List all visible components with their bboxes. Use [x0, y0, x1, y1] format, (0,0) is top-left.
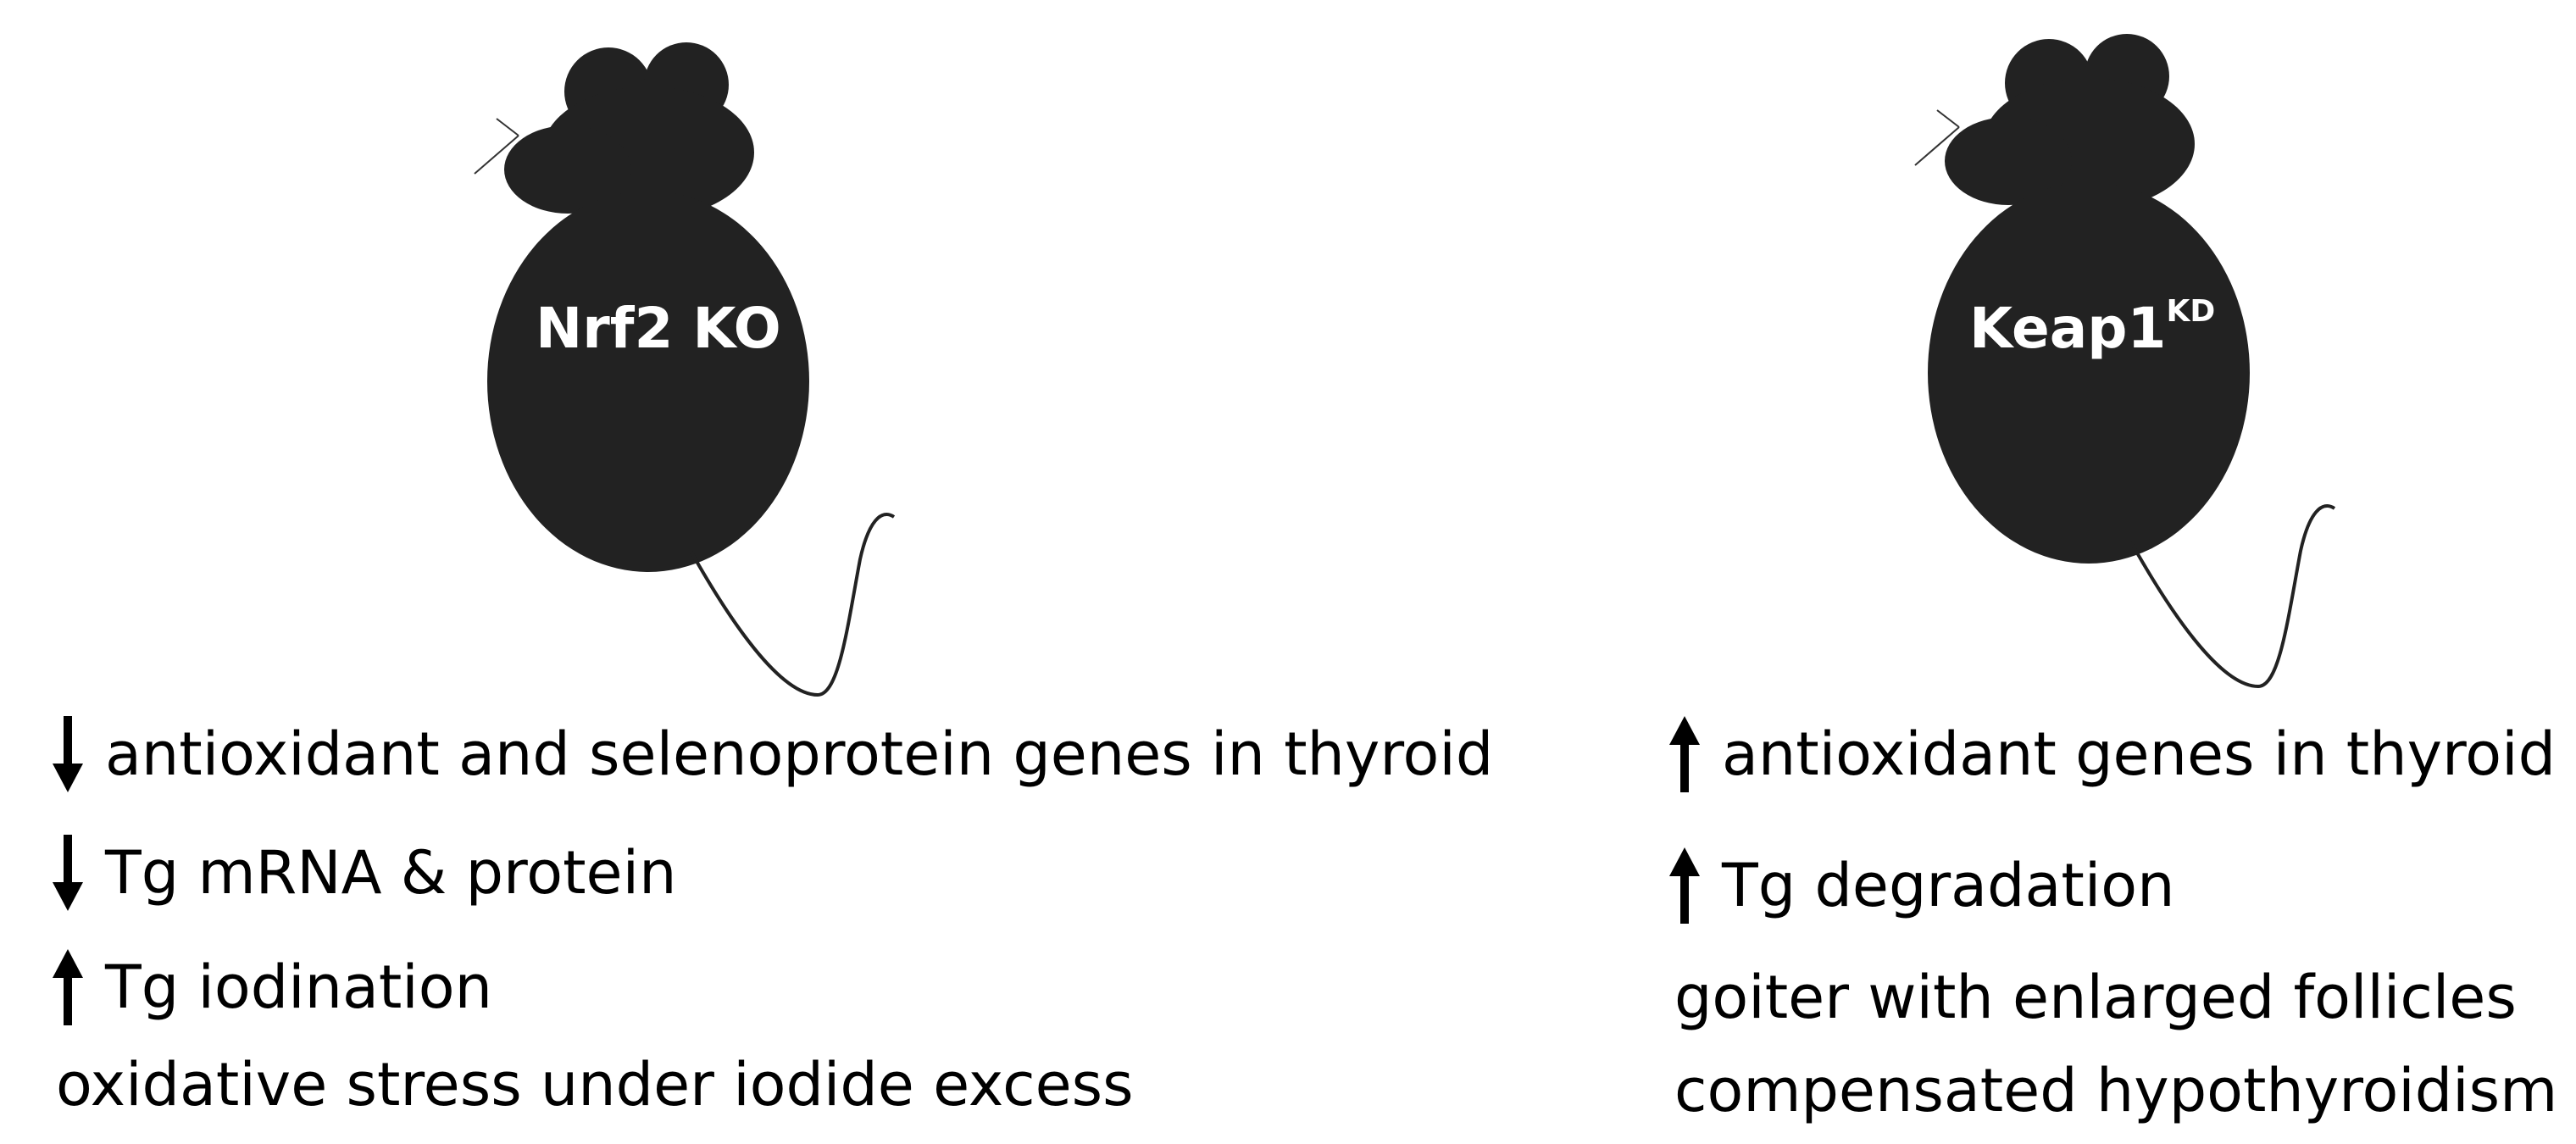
arrow-up-icon [53, 949, 83, 1025]
whisker [474, 135, 519, 175]
effect-item: Tg degradation [1669, 847, 2174, 924]
tail [689, 513, 896, 697]
whisker [1936, 109, 1960, 128]
mouse-label: Keap1KD [1969, 294, 2216, 361]
whisker [496, 118, 519, 136]
arrow-up-icon [1669, 847, 1700, 924]
effect-item: compensated hypothyroidism [1674, 1056, 2558, 1125]
effect-item: goiter with enlarged follicles [1674, 963, 2517, 1032]
nrf2-ko-panel: Nrf2 KO antioxidant and selenoprotein ge… [53, 42, 1493, 1119]
arrow-down-icon [53, 716, 83, 792]
snout [1945, 117, 2072, 205]
arrow-up-icon [1669, 716, 1700, 792]
body [487, 191, 809, 572]
effect-item: Tg mRNA & protein [53, 835, 676, 911]
body [1928, 182, 2250, 564]
effect-item: Tg iodination [53, 949, 492, 1025]
effect-item: oxidative stress under iodide excess [56, 1050, 1134, 1119]
mouse-label: Nrf2 KO [536, 296, 781, 361]
effect-item: antioxidant genes in thyroid [1669, 716, 2556, 792]
whisker [1914, 126, 1960, 166]
arrow-down-icon [53, 835, 83, 911]
mouse-silhouette-icon [1914, 34, 2336, 689]
tail [2129, 504, 2336, 689]
snout [504, 125, 631, 214]
effect-item: antioxidant and selenoprotein genes in t… [53, 716, 1493, 792]
mouse-silhouette-icon [474, 42, 896, 697]
